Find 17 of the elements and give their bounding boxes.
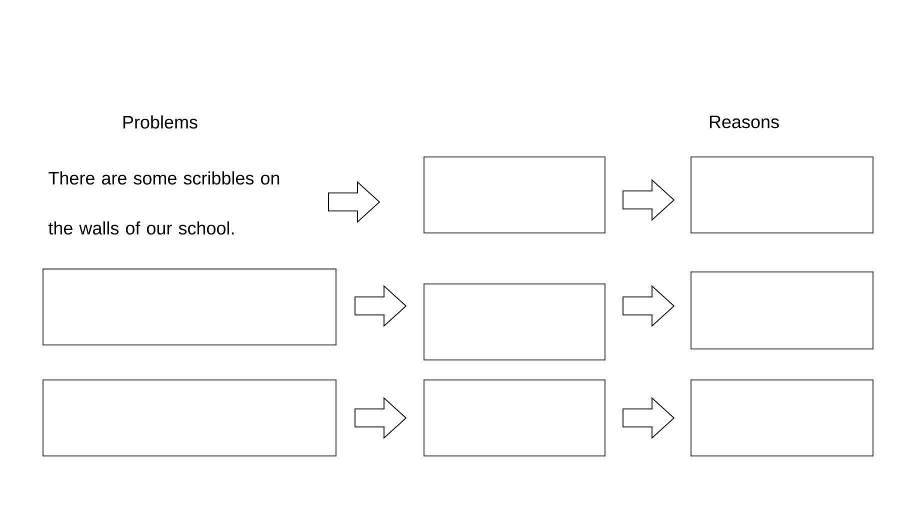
block-arrow: [622, 396, 675, 439]
block-arrow: [622, 284, 675, 327]
empty-box: [42, 380, 336, 456]
block-arrow: [354, 284, 407, 327]
empty-box: [424, 284, 606, 360]
block-arrow: [354, 396, 407, 439]
column-heading: Reasons: [710, 116, 779, 128]
empty-box: [42, 268, 336, 346]
empty-box: [424, 156, 606, 234]
empty-box: [690, 380, 874, 456]
empty-box: [690, 272, 874, 350]
problem-text: There are some scribbles on the walls of our school.: [48, 171, 280, 235]
empty-box: [690, 156, 874, 234]
block-arrow: [328, 180, 380, 223]
empty-box: [424, 380, 606, 456]
block-arrow: [622, 178, 675, 221]
column-heading: Problems: [123, 115, 198, 129]
